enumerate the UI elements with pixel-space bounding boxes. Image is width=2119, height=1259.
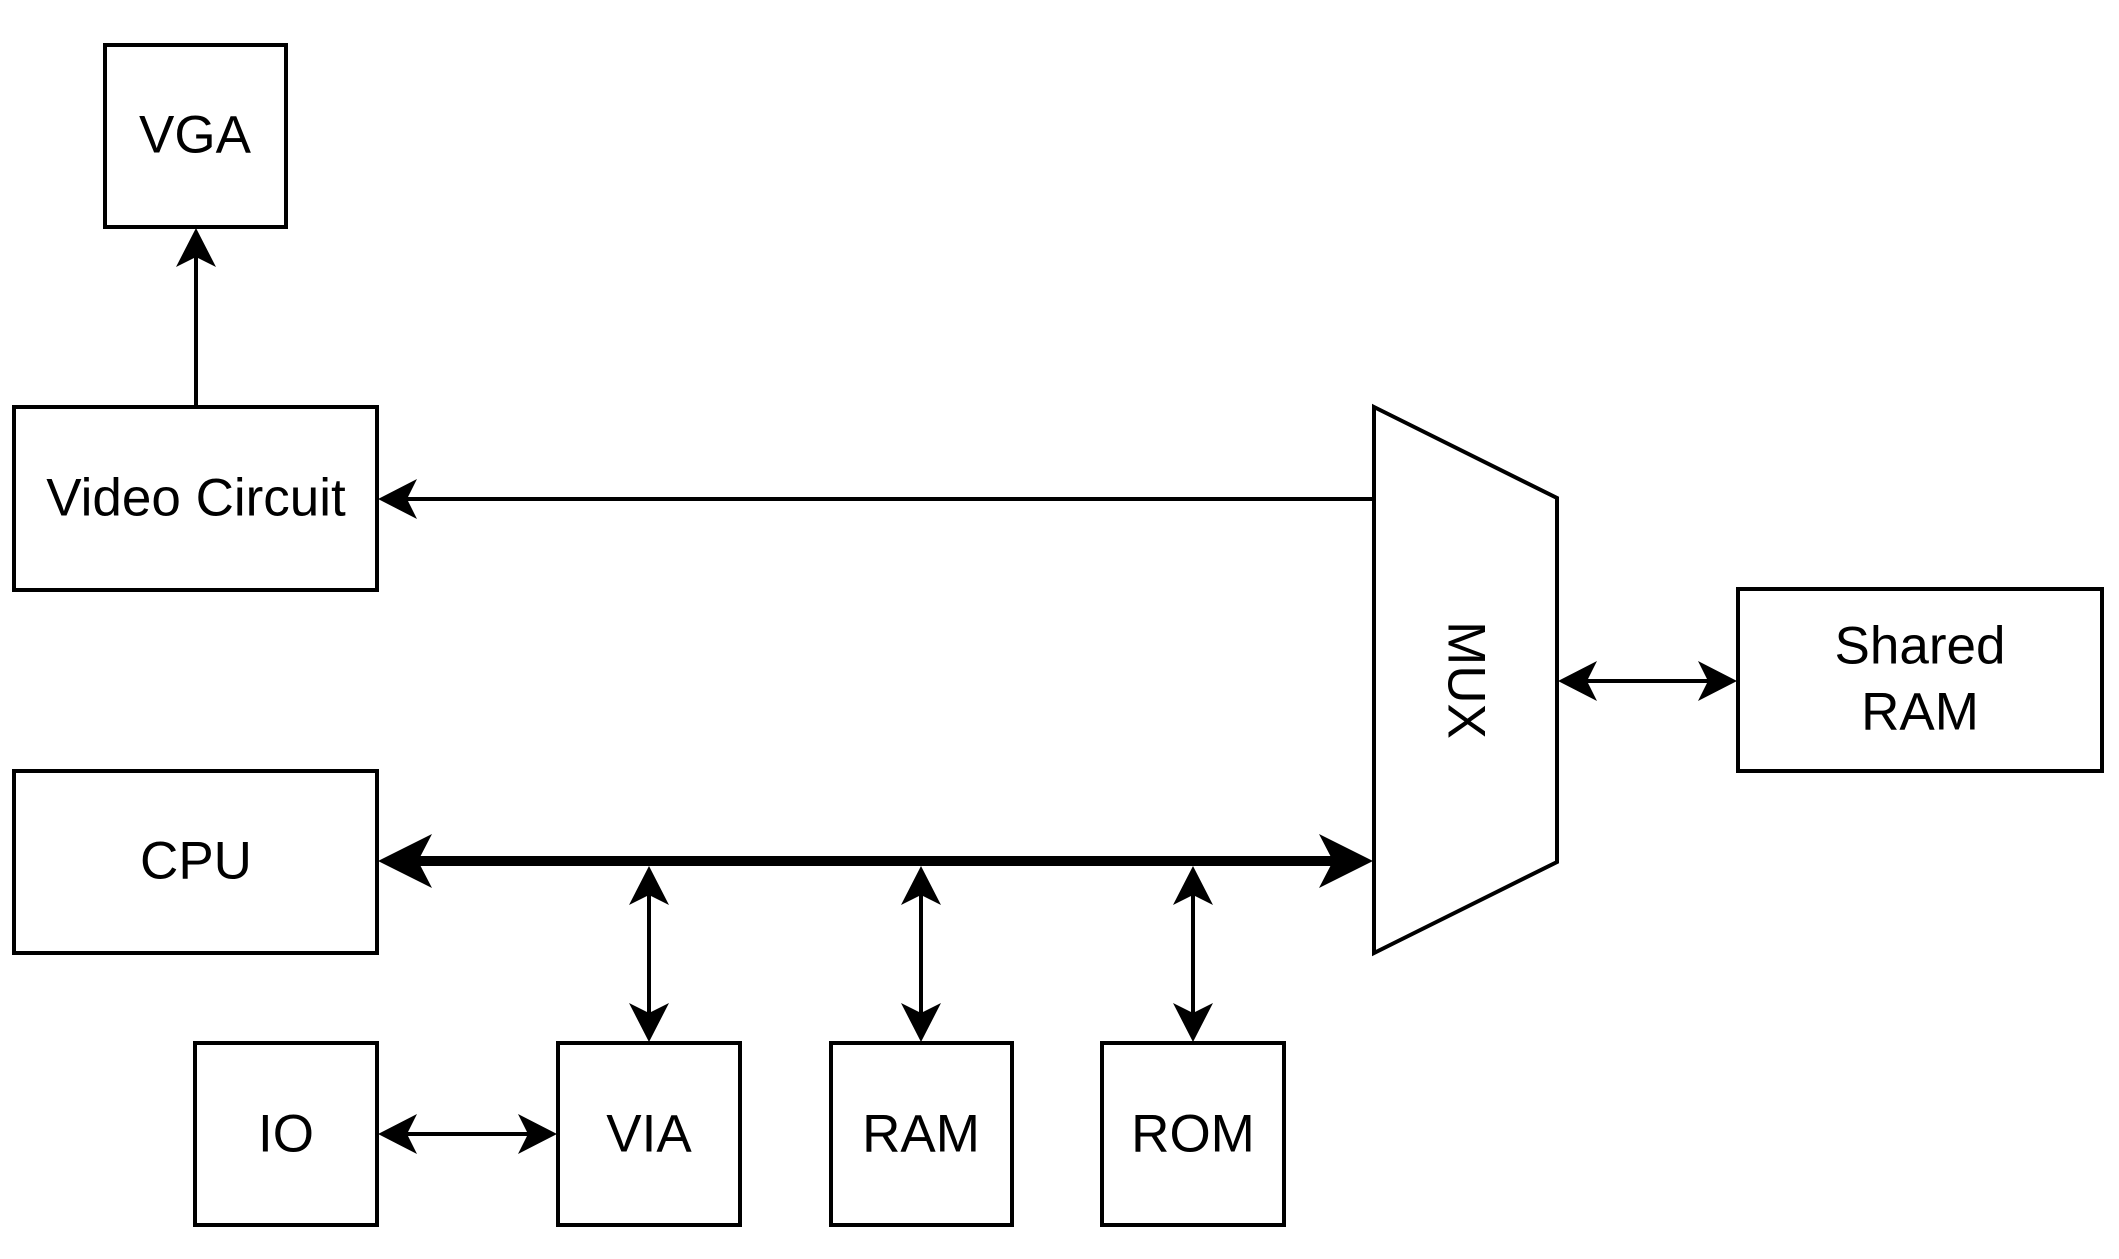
arrowhead-left-icon (1558, 661, 1597, 701)
cpu-block[interactable]: CPU (12, 769, 379, 955)
ram-block[interactable]: RAM (829, 1041, 1014, 1227)
vga-block[interactable]: VGA (103, 43, 288, 229)
bus-arrowhead-left-icon (378, 834, 432, 888)
bus-rom-arrow (1173, 866, 1213, 1042)
rom-box (1100, 1041, 1286, 1227)
cpu-box (12, 769, 379, 955)
io-block[interactable]: IO (193, 1041, 379, 1227)
mux-shared-ram-arrow (1558, 661, 1737, 701)
vga-box (103, 43, 288, 229)
arrowhead-down-icon (1173, 1003, 1213, 1042)
arrowhead-right-icon (518, 1114, 557, 1154)
shared-ram-label-line2: RAM (1861, 683, 1979, 742)
io-box (193, 1041, 379, 1227)
video-circuit-label: Video Circuit (46, 469, 346, 528)
arrowhead-up-icon (1173, 866, 1213, 905)
arrowhead-up-icon (176, 228, 216, 267)
mux-block[interactable]: MUX (1372, 403, 1559, 957)
io-label: IO (258, 1105, 314, 1164)
arrowhead-right-icon (1698, 661, 1737, 701)
video-circuit-box (12, 405, 379, 592)
ram-box (829, 1041, 1014, 1227)
bus-via-arrow (629, 866, 669, 1042)
vga-label: VGA (139, 106, 252, 165)
via-block[interactable]: VIA (556, 1041, 742, 1227)
arrowhead-down-icon (901, 1003, 941, 1042)
arrowhead-down-icon (629, 1003, 669, 1042)
mux-label: MUX (1437, 621, 1496, 739)
io-via-arrow (378, 1114, 557, 1154)
arrowhead-left-icon (378, 479, 417, 519)
rom-label: ROM (1131, 1105, 1255, 1164)
rom-block[interactable]: ROM (1100, 1041, 1286, 1227)
shared-ram-label-line1: Shared (1835, 617, 2006, 676)
system-bus (378, 834, 1373, 888)
arrowhead-left-icon (378, 1114, 417, 1154)
ram-label: RAM (862, 1105, 980, 1164)
arrowhead-up-icon (629, 866, 669, 905)
mux-to-video-arrow (378, 479, 1374, 519)
shared-ram-block[interactable]: Shared RAM (1736, 587, 2104, 773)
shared-ram-box (1736, 587, 2104, 773)
cpu-label: CPU (140, 832, 252, 891)
video-circuit-block[interactable]: Video Circuit (12, 405, 379, 592)
video-to-vga-arrow (176, 228, 216, 407)
arrowhead-up-icon (901, 866, 941, 905)
via-box (556, 1041, 742, 1227)
mux-shape (1372, 403, 1559, 957)
bus-ram-arrow (901, 866, 941, 1042)
bus-arrowhead-right-icon (1319, 834, 1373, 888)
via-label: VIA (606, 1105, 692, 1164)
